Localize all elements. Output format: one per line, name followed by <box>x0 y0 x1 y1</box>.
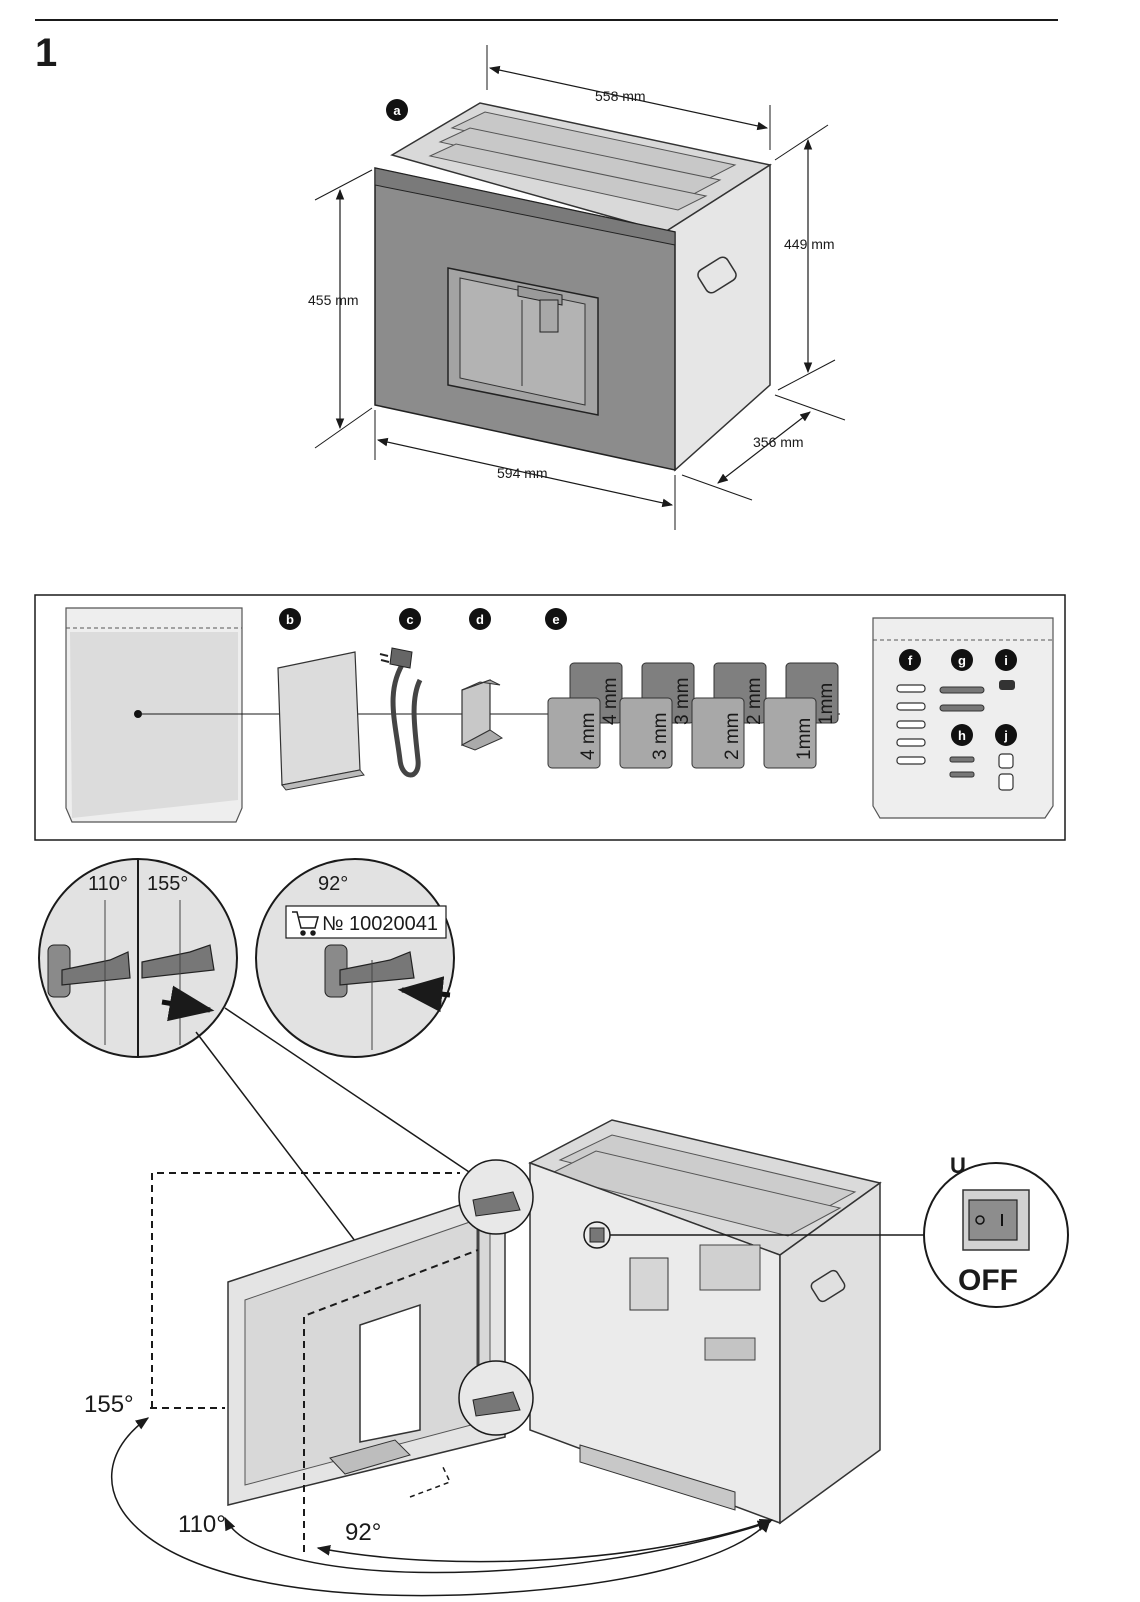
shim-front-1mm <box>763 697 817 769</box>
appliance-dimension-figure: 558 mm 449 mm 455 mm 594 mm 356 mm a <box>308 45 846 530</box>
dim-height-left: 455 mm <box>308 292 359 308</box>
badge-i <box>995 649 1017 671</box>
screws-g <box>939 686 985 712</box>
screws-h <box>949 756 975 778</box>
badge-c <box>399 608 421 630</box>
hinge-detail-right: 92° № 10020041 <box>255 858 455 1058</box>
shim-front-label-2mm: 2 mm <box>722 713 743 761</box>
hinge-angle-155: 155° <box>147 873 188 895</box>
shim-front-4mm <box>547 697 601 769</box>
manual-booklet <box>277 651 361 786</box>
svg-text:e: e <box>552 612 559 627</box>
accessories-panel: b c d e 4 mm 3 mm 2 mm 1mm <box>34 594 1066 841</box>
svg-text:c: c <box>406 612 413 627</box>
power-cord <box>390 658 423 778</box>
svg-text:h: h <box>958 728 966 743</box>
screws-f <box>896 684 926 765</box>
dim-depth-side: 356 mm <box>753 434 804 450</box>
open-appliance-figure: 155° 110° 92° <box>84 1119 882 1597</box>
badge-a <box>386 99 408 121</box>
svg-text:b: b <box>286 612 294 627</box>
svg-text:f: f <box>908 653 913 668</box>
svg-text:i: i <box>1004 653 1008 668</box>
hinge-detail-left: 110° 155° <box>38 858 238 1058</box>
rocker-switch-icon <box>968 1199 1018 1241</box>
door-angle-92: 92° <box>345 1519 381 1546</box>
badge-b <box>279 608 301 630</box>
door-angle-110: 110° <box>178 1511 226 1538</box>
badge-d <box>469 608 491 630</box>
shim-back-label-1mm: 1mm <box>816 683 837 725</box>
shim-front-2mm <box>691 697 745 769</box>
dim-height-right: 449 mm <box>784 236 835 252</box>
badge-h <box>951 724 973 746</box>
switch-detail: U OFF <box>610 1153 1069 1308</box>
shim-back-label-3mm: 3 mm <box>672 678 693 726</box>
badge-g <box>951 649 973 671</box>
shim-front-label-3mm: 3 mm <box>650 713 671 761</box>
hinge-angle-110: 110° <box>88 873 128 895</box>
cart-icon <box>292 911 319 936</box>
spacer-shims: 4 mm 3 mm 2 mm 1mm 4 mm 3 mm 2 mm 1mm <box>547 662 839 769</box>
parts-j <box>998 753 1014 791</box>
svg-text:a: a <box>393 103 401 118</box>
power-switch-small <box>589 1227 605 1243</box>
shim-back-label-4mm: 4 mm <box>600 678 621 726</box>
badge-f <box>899 649 921 671</box>
shim-front-3mm <box>619 697 673 769</box>
part-i <box>999 680 1015 690</box>
hinge-angle-92: 92° <box>318 873 348 895</box>
shim-front-label-1mm: 1mm <box>794 718 815 760</box>
switch-label: U <box>950 1153 966 1178</box>
door-angle-155: 155° <box>84 1391 134 1418</box>
screws-bag <box>872 617 1054 819</box>
svg-text:j: j <box>1003 728 1008 743</box>
svg-text:d: d <box>476 612 484 627</box>
step-number: 1 <box>35 31 57 75</box>
dim-depth-top: 558 mm <box>595 88 646 104</box>
part-number: № 10020041 <box>322 913 438 935</box>
shim-front-label-4mm: 4 mm <box>578 713 599 761</box>
svg-text:g: g <box>958 653 966 668</box>
switch-state: OFF <box>958 1264 1018 1297</box>
badge-j <box>995 724 1017 746</box>
dim-width-front: 594 mm <box>497 465 548 481</box>
shim-back-label-2mm: 2 mm <box>744 678 765 726</box>
badge-e <box>545 608 567 630</box>
